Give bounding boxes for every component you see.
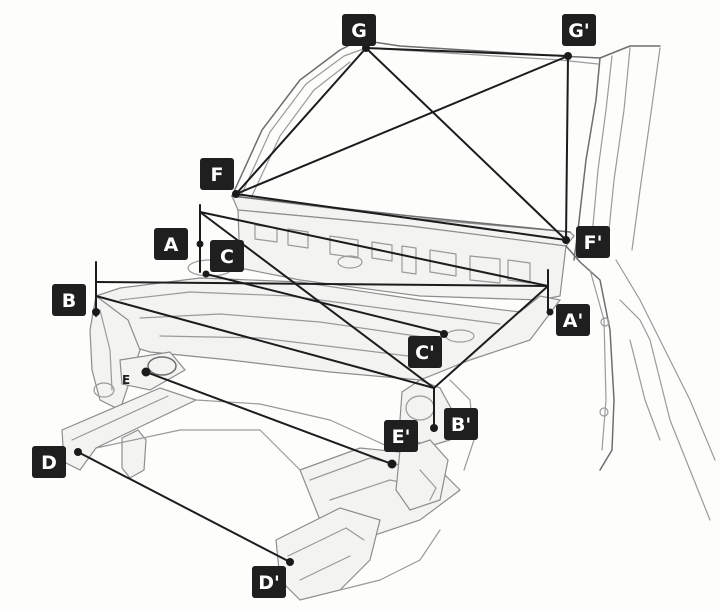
label-c-prime: C'	[408, 336, 442, 368]
line-a-a-prime	[199, 211, 549, 287]
point-g-prime	[564, 52, 572, 60]
point-b-prime	[430, 424, 438, 432]
point-f-prime	[562, 236, 570, 244]
svg-text:G': G'	[568, 20, 589, 42]
svg-text:C: C	[220, 246, 234, 268]
line-g-prime-f	[235, 55, 569, 195]
point-c-prime	[440, 330, 448, 338]
svg-text:A': A'	[563, 310, 584, 332]
svg-text:G: G	[351, 20, 367, 42]
line-d-d-prime	[77, 451, 291, 563]
label-c: C	[210, 240, 244, 272]
label-b-prime: B'	[444, 408, 478, 440]
label-f: F	[200, 158, 234, 190]
svg-text:D': D'	[258, 572, 280, 594]
label-g: G	[342, 14, 376, 46]
line-f-f-prime	[235, 193, 567, 241]
svg-text:F: F	[211, 164, 224, 186]
svg-text:D: D	[41, 452, 57, 474]
svg-text:F': F'	[584, 232, 603, 254]
line-g-f-prime	[365, 47, 567, 241]
line-b-b-prime	[95, 295, 435, 389]
point-e-prime	[387, 459, 397, 469]
measurement-lines	[77, 47, 569, 563]
svg-text:E': E'	[392, 426, 411, 448]
svg-text:A: A	[164, 234, 179, 256]
line-e-e-prime	[145, 371, 393, 465]
label-d-prime: D'	[252, 566, 286, 598]
label-f-prime: F'	[576, 226, 610, 258]
label-a: A	[154, 228, 188, 260]
label-a-prime: A'	[556, 304, 590, 336]
label-d: D	[32, 446, 66, 478]
point-e	[141, 367, 151, 377]
point-d-prime	[286, 558, 294, 566]
svg-text:B: B	[62, 290, 76, 312]
svg-text:B': B'	[451, 414, 471, 436]
point-f	[232, 190, 240, 198]
line-g-f	[235, 47, 367, 195]
point-labels: G G' F F' A C B A'	[32, 14, 610, 598]
point-a	[196, 240, 204, 248]
label-e: E	[122, 373, 130, 387]
line-b-a-prime	[95, 281, 549, 287]
line-a-prime-b-prime	[433, 285, 549, 389]
point-c	[202, 270, 210, 278]
point-d	[74, 448, 82, 456]
point-b	[92, 308, 100, 316]
label-g-prime: G'	[562, 14, 596, 46]
line-g-prime-f-prime	[565, 55, 569, 241]
label-b: B	[52, 284, 86, 316]
line-c-c-prime	[205, 273, 441, 333]
label-e-prime: E'	[384, 420, 418, 452]
line-g-g-prime	[365, 47, 569, 57]
svg-text:C': C'	[415, 342, 435, 364]
point-a-prime	[546, 308, 554, 316]
